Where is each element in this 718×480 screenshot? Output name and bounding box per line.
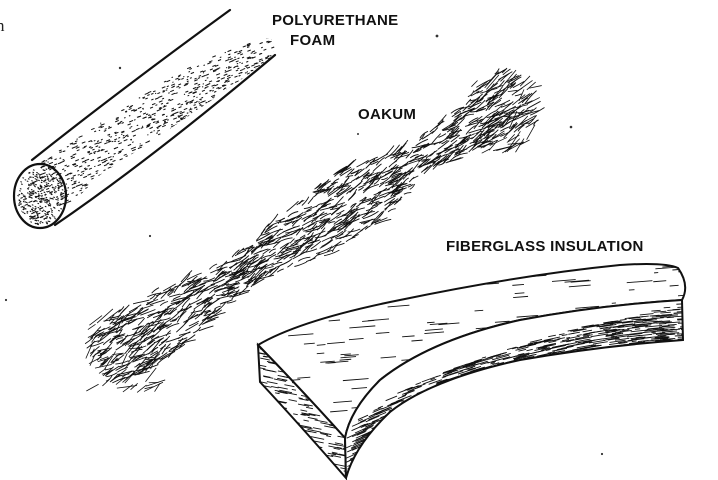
fiberglass-insulation-batt: [256, 261, 703, 480]
scan-artifact-text: n: [0, 16, 5, 36]
oakum-label: OAKUM: [358, 106, 416, 123]
fiberglass-insulation-label: FIBERGLASS INSULATION: [446, 238, 644, 255]
foam-rod-end-cap: [14, 164, 66, 228]
polyurethane-foam-rod: [14, 10, 276, 233]
polyurethane-foam-label-line2: FOAM: [290, 32, 335, 49]
polyurethane-foam-label-line1: POLYURETHANE: [272, 12, 398, 29]
